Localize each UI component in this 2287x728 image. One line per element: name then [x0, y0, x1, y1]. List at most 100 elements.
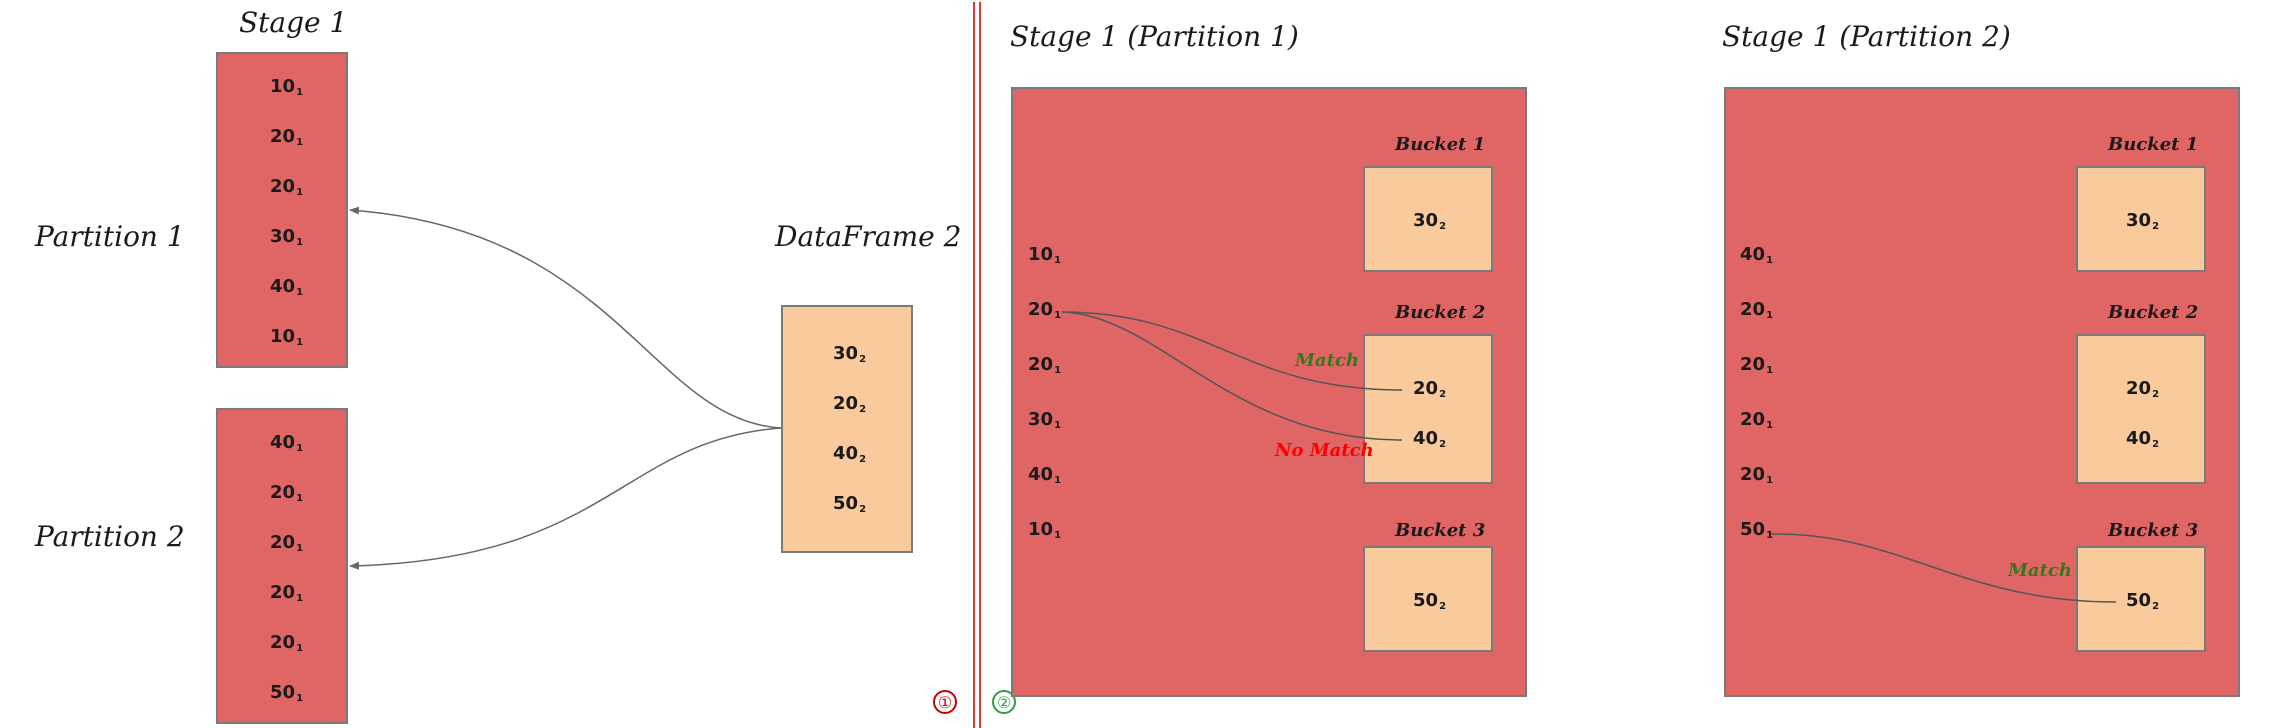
- panel1-row-value: 101: [1028, 244, 1061, 266]
- panel2-bucket1: 302: [2076, 166, 2206, 272]
- partition2-value: 201: [270, 582, 303, 604]
- panel2-row-value: 201: [1740, 354, 1773, 376]
- panel2-row-value-subscript: 1: [1766, 475, 1774, 486]
- partition2-value-number: 20: [270, 482, 296, 503]
- panel1-row-value: 201: [1028, 354, 1061, 376]
- panel1-row-value: 101: [1028, 519, 1061, 541]
- panel2-bucket2-value-subscript: 2: [2152, 389, 2160, 400]
- partition1-value: 101: [270, 326, 303, 348]
- dataframe2-value-subscript: 2: [859, 354, 867, 365]
- partition2-value: 201: [270, 482, 303, 504]
- panel1-row-value-subscript: 1: [1054, 420, 1062, 431]
- dataframe2-value: 302: [833, 343, 866, 365]
- panel1-bucket3-value: 502: [1413, 590, 1446, 612]
- step-two-marker: ②: [992, 690, 1016, 714]
- panel1-row-value-subscript: 1: [1054, 475, 1062, 486]
- panel1-no-match-connector: [1061, 311, 1403, 441]
- panel1-title: Stage 1 (Partition 1): [1010, 20, 1299, 53]
- panel2-bucket2-label: Bucket 2: [2108, 302, 2199, 323]
- panel2-row-value-number: 40: [1740, 244, 1766, 265]
- panel1-bucket1-value: 302: [1413, 210, 1446, 232]
- panel1-bucket3: 502: [1363, 546, 1493, 652]
- partition1-value-number: 10: [270, 76, 296, 97]
- panel1-bucket3-value-number: 50: [1413, 590, 1439, 611]
- dataframe2-value-number: 40: [833, 443, 859, 464]
- panel2-match-connector: [1770, 533, 2117, 603]
- panel1-bucket3-value-subscript: 2: [1439, 601, 1447, 612]
- panel2-row-value-number: 20: [1740, 354, 1766, 375]
- panel1-row-value: 201: [1028, 299, 1061, 321]
- partition1-value-subscript: 1: [296, 87, 304, 98]
- panel1-row-value-subscript: 1: [1054, 310, 1062, 321]
- dataframe2-value-subscript: 2: [859, 504, 867, 515]
- partition1-value-subscript: 1: [296, 137, 304, 148]
- panel2-row-value-subscript: 1: [1766, 365, 1774, 376]
- panel2-bucket2-value: 202: [2126, 378, 2159, 400]
- partition2-value-subscript: 1: [296, 693, 304, 704]
- panel2-bucket1-value-subscript: 2: [2152, 221, 2160, 232]
- panel2-row-value-number: 20: [1740, 299, 1766, 320]
- panel1-row-value-number: 20: [1028, 354, 1054, 375]
- panel1-bucket2-value-subscript: 2: [1439, 389, 1447, 400]
- panel2-bucket1-label: Bucket 1: [2108, 134, 2199, 155]
- arrow-to-partition2: [349, 427, 782, 570]
- panel1-bucket2: 202 402: [1363, 334, 1493, 484]
- partition1-value-number: 10: [270, 326, 296, 347]
- panel2-bucket3-label: Bucket 3: [2108, 520, 2199, 541]
- panel1-no-match-label: No Match: [1275, 440, 1374, 461]
- partition1-label: Partition 1: [35, 220, 185, 253]
- partition1-value-subscript: 1: [296, 337, 304, 348]
- panel1-row-value-number: 40: [1028, 464, 1054, 485]
- panel1-bucket2-value-number: 20: [1413, 378, 1439, 399]
- panel1-row-value-number: 10: [1028, 244, 1054, 265]
- panel2-row-value-number: 20: [1740, 409, 1766, 430]
- panel1-match-connector: [1061, 311, 1403, 391]
- panel2-bucket3-value-number: 50: [2126, 590, 2152, 611]
- panel2-row-value: 401: [1740, 244, 1773, 266]
- panel2-row-value-number: 20: [1740, 464, 1766, 485]
- panel1-bucket3-label: Bucket 3: [1395, 520, 1486, 541]
- partition2-value-number: 20: [270, 632, 296, 653]
- partition1-value-subscript: 1: [296, 237, 304, 248]
- partition2-value: 501: [270, 682, 303, 704]
- partition2-value: 201: [270, 532, 303, 554]
- partition2-value-number: 20: [270, 582, 296, 603]
- partition2-label: Partition 2: [35, 520, 185, 553]
- partition2-value-subscript: 1: [296, 493, 304, 504]
- panel2-bucket1-value-number: 30: [2126, 210, 2152, 231]
- panel2-title: Stage 1 (Partition 2): [1722, 20, 2011, 53]
- panel2-row-value: 201: [1740, 464, 1773, 486]
- panel1-bucket2-value: 402: [1413, 428, 1446, 450]
- panel2-bucket1-value: 302: [2126, 210, 2159, 232]
- partition1-value-number: 30: [270, 226, 296, 247]
- partition2-value-number: 50: [270, 682, 296, 703]
- partition2-value-subscript: 1: [296, 643, 304, 654]
- panel2-row-value: 201: [1740, 299, 1773, 321]
- panel2-row-value-subscript: 1: [1766, 420, 1774, 431]
- partition1-value-number: 20: [270, 126, 296, 147]
- panel1-row-value-number: 20: [1028, 299, 1054, 320]
- partition2-value-subscript: 1: [296, 543, 304, 554]
- partition1-value-number: 40: [270, 276, 296, 297]
- panel1-bucket1-value-number: 30: [1413, 210, 1439, 231]
- panel2-row-value-subscript: 1: [1766, 310, 1774, 321]
- panel2-row-value: 501: [1740, 519, 1773, 541]
- dataframe2-value-subscript: 2: [859, 404, 867, 415]
- step-one-marker: ①: [933, 690, 957, 714]
- panel2-bucket3: 502: [2076, 546, 2206, 652]
- partition2-value-number: 20: [270, 532, 296, 553]
- dataframe2-value-subscript: 2: [859, 454, 867, 465]
- dataframe2-value: 402: [833, 443, 866, 465]
- dataframe2-value: 202: [833, 393, 866, 415]
- dataframe2-value-number: 50: [833, 493, 859, 514]
- panel2-bucket2-value-number: 20: [2126, 378, 2152, 399]
- panel1-bucket2-value: 202: [1413, 378, 1446, 400]
- dataframe2-label: DataFrame 2: [775, 220, 962, 253]
- partition1-value: 401: [270, 276, 303, 298]
- partition1-value-subscript: 1: [296, 187, 304, 198]
- partition1-value: 201: [270, 176, 303, 198]
